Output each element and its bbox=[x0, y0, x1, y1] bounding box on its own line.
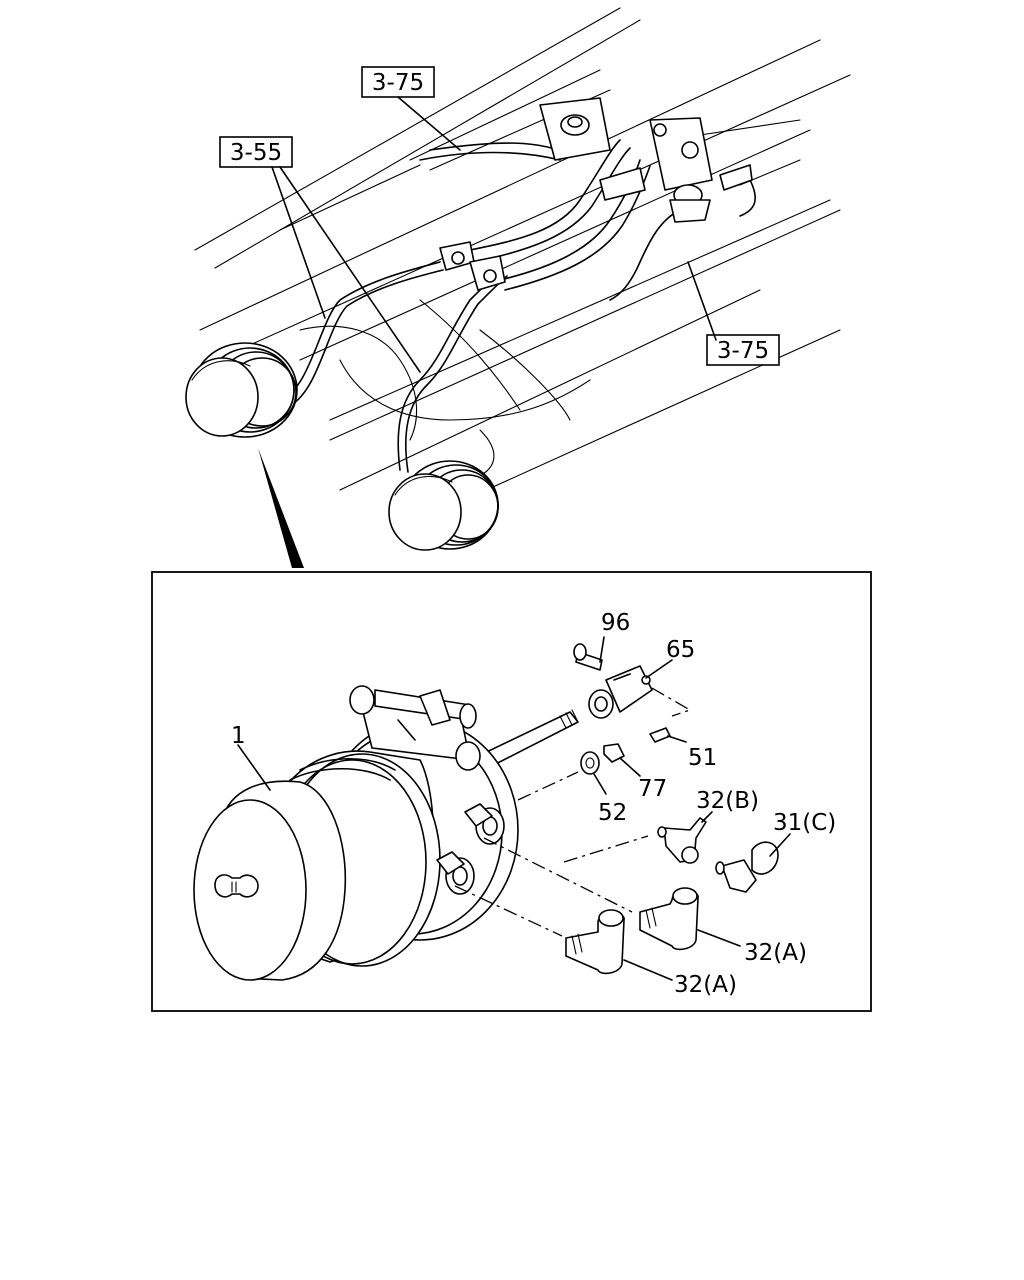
callout-65: 65 bbox=[666, 637, 695, 663]
svg-text:3-75: 3-75 bbox=[717, 338, 769, 364]
cotter-leader bbox=[651, 687, 692, 717]
nut-77 bbox=[603, 743, 625, 763]
leader-32a-upper bbox=[697, 929, 741, 947]
clevis-pin-96 bbox=[573, 643, 603, 671]
leader-65 bbox=[645, 659, 673, 679]
callout-77: 77 bbox=[638, 776, 667, 802]
leader-51 bbox=[667, 735, 687, 743]
svg-text:3-55: 3-55 bbox=[230, 140, 282, 166]
leader-77 bbox=[619, 757, 641, 777]
callout-96: 96 bbox=[601, 610, 630, 636]
callout-31c: 31(C) bbox=[773, 810, 836, 836]
brake-chamber-left bbox=[185, 342, 298, 438]
callout-1: 1 bbox=[231, 723, 246, 749]
leader-32b bbox=[701, 811, 713, 823]
reference-3-75-top[interactable]: 3-75 bbox=[361, 66, 435, 98]
clevis-yoke-65 bbox=[588, 665, 653, 719]
fitting-centerline bbox=[563, 835, 649, 863]
leader-31c bbox=[769, 833, 791, 857]
leader-3-55-a bbox=[271, 166, 326, 319]
brake-chamber-detail bbox=[193, 685, 579, 981]
svg-text:3-75: 3-75 bbox=[372, 70, 424, 96]
callout-32a-upper: 32(A) bbox=[744, 940, 807, 966]
reference-3-55[interactable]: 3-55 bbox=[219, 136, 293, 168]
fitting-31c bbox=[715, 841, 779, 893]
reference-3-75-right[interactable]: 3-75 bbox=[706, 334, 780, 366]
brake-chamber-right bbox=[388, 460, 499, 551]
port-centerline-upper bbox=[483, 837, 633, 913]
elbow-32a-lower bbox=[565, 909, 625, 975]
pushrod-centerline bbox=[517, 771, 579, 801]
washer-52 bbox=[580, 751, 600, 775]
port-centerline-lower bbox=[454, 885, 563, 937]
leader-52 bbox=[593, 773, 607, 795]
chassis-overview: 3-75 3-55 3-75 bbox=[185, 7, 851, 568]
leader-32a-lower bbox=[623, 959, 673, 981]
leader-3-75-top bbox=[397, 96, 461, 151]
callout-32a-lower: 32(A) bbox=[674, 972, 737, 998]
leader-3-75-right bbox=[687, 261, 717, 341]
fitting-32b bbox=[657, 817, 707, 864]
tee-fittings bbox=[439, 241, 506, 291]
valve-cluster bbox=[539, 97, 753, 223]
callout-32b: 32(B) bbox=[696, 788, 759, 814]
leader-96 bbox=[599, 636, 605, 663]
callout-51: 51 bbox=[688, 745, 717, 771]
leader-1 bbox=[237, 744, 271, 791]
leader-3-55-b bbox=[279, 166, 421, 373]
callout-52: 52 bbox=[598, 800, 627, 826]
detail-pointer bbox=[258, 448, 304, 568]
elbow-32a-upper bbox=[639, 887, 699, 951]
